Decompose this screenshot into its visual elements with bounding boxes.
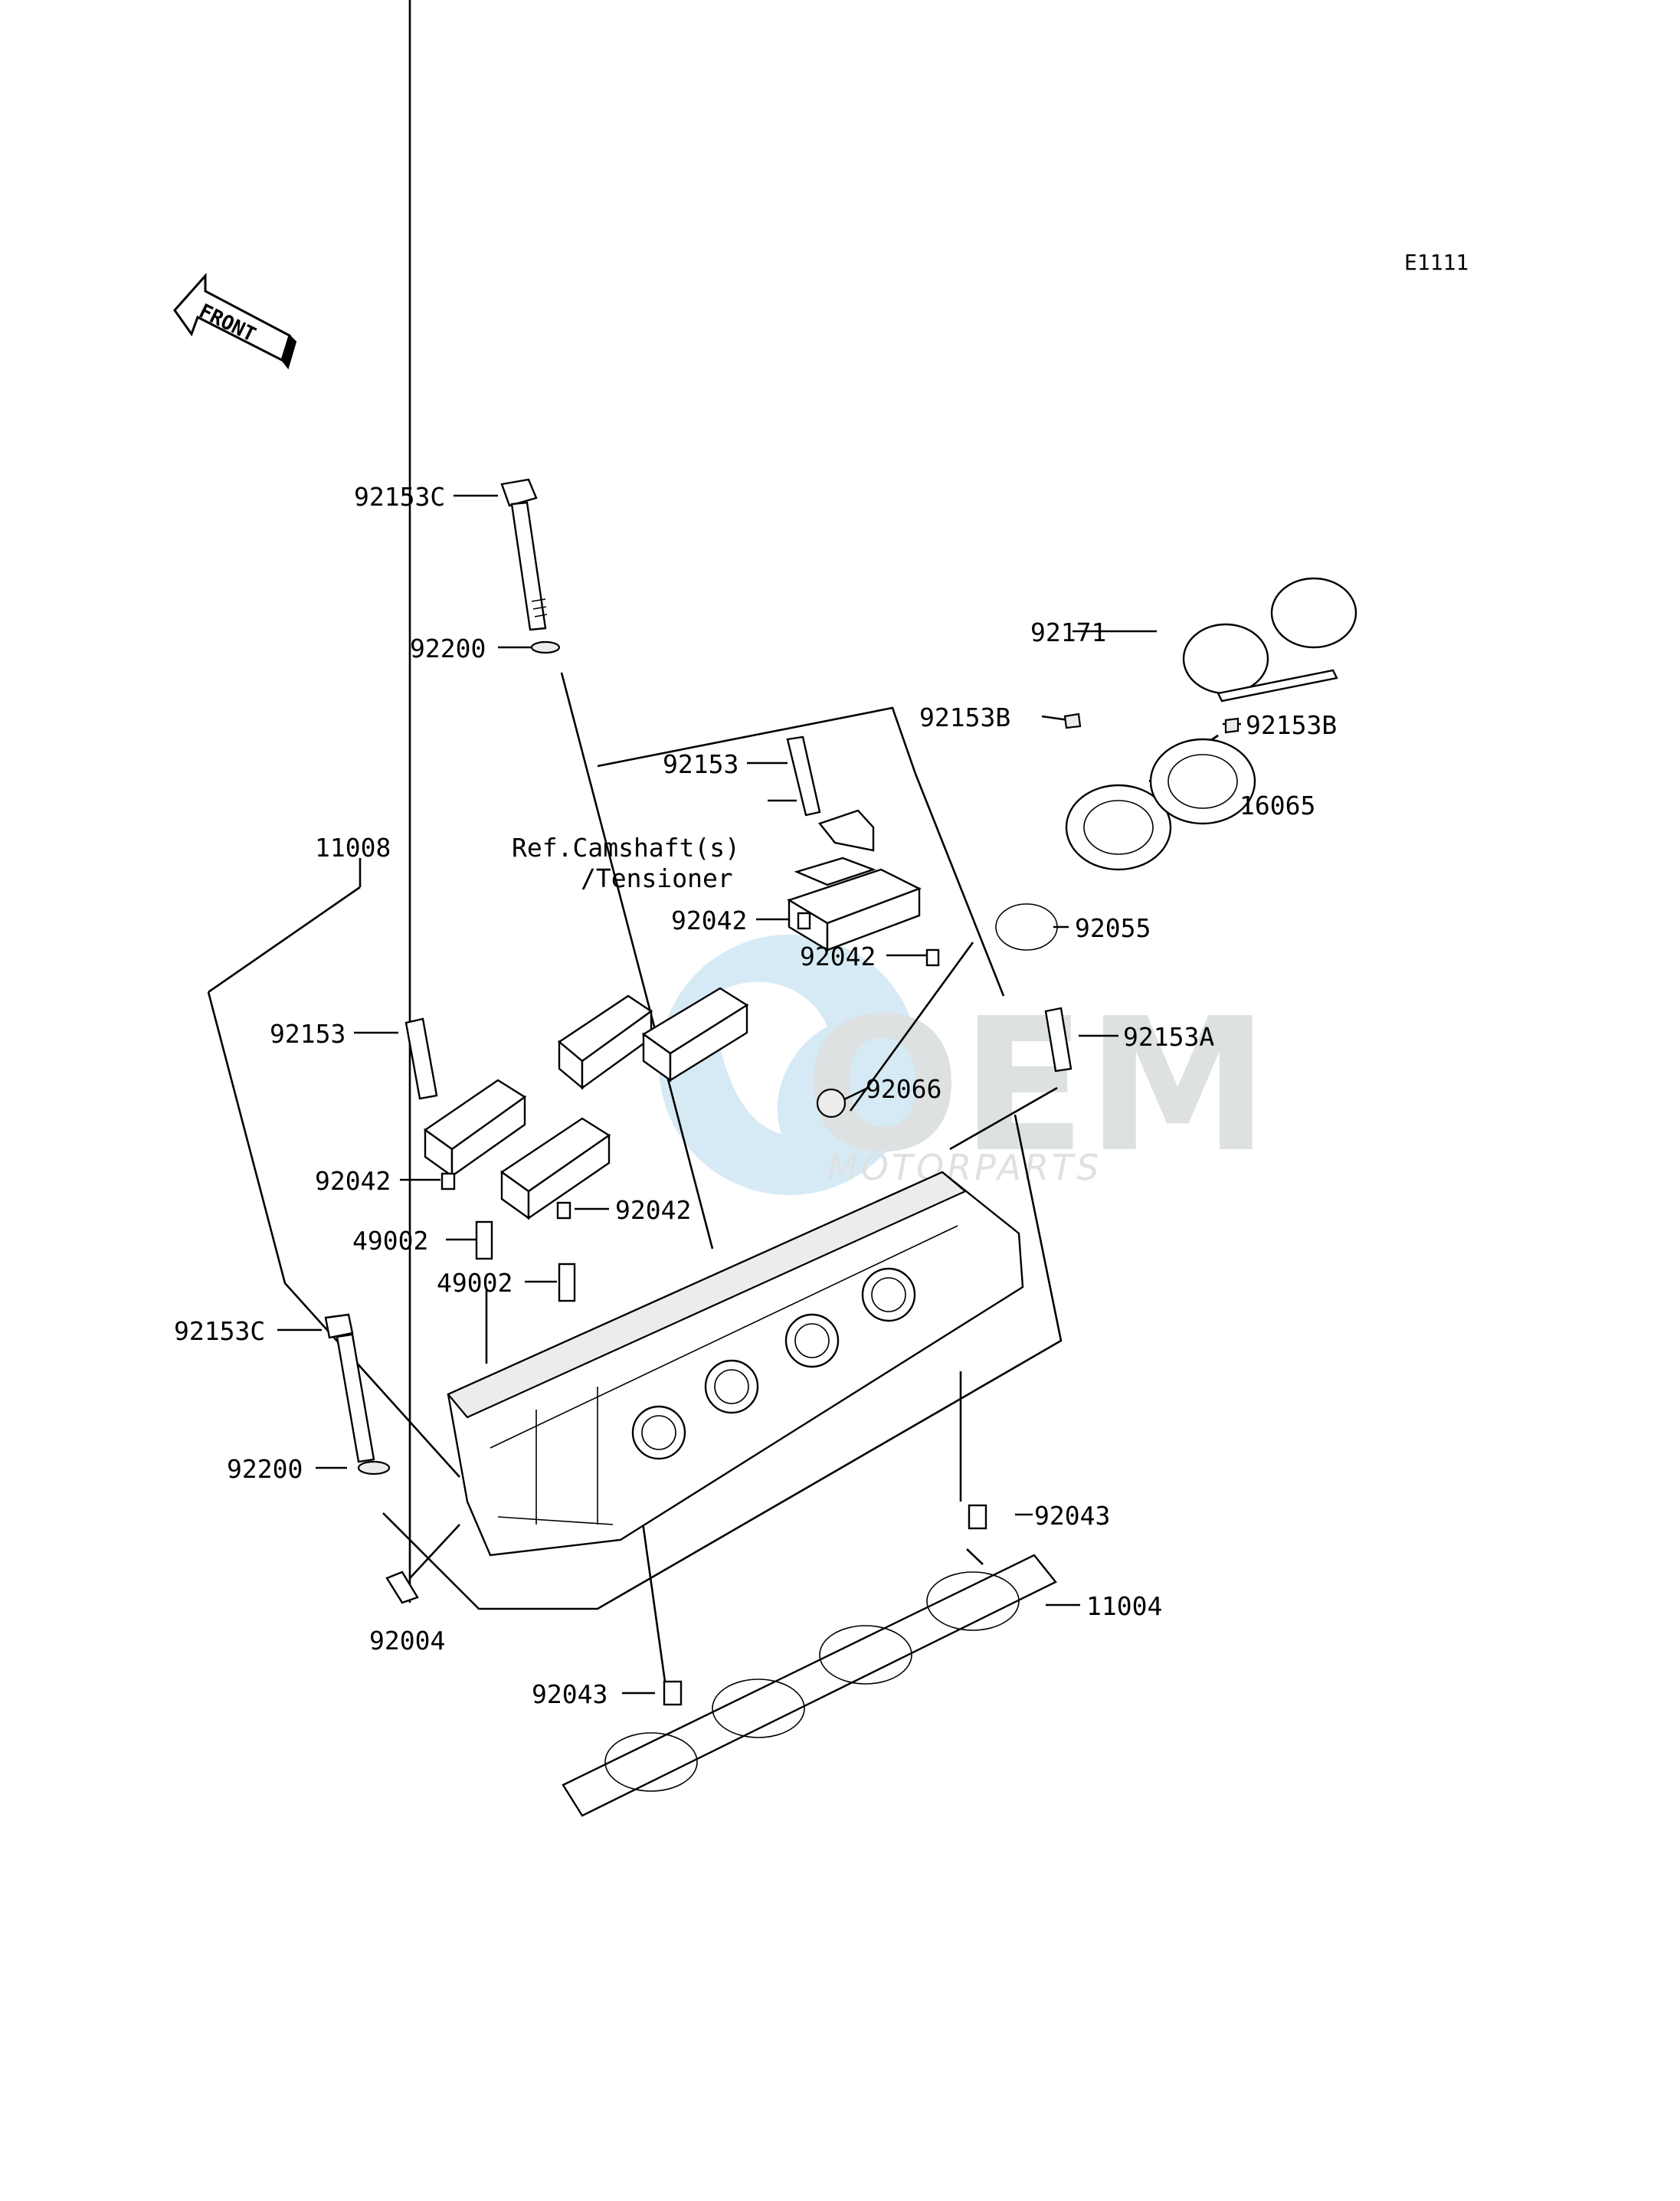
label-11008: 11008 — [315, 833, 391, 863]
label-92171: 92171 — [1030, 617, 1106, 647]
label-92153c-top: 92153C — [354, 482, 445, 512]
label-92153c-left: 92153C — [174, 1316, 265, 1346]
label-92153-top: 92153 — [663, 749, 738, 779]
label-92042-b: 92042 — [800, 942, 876, 971]
bolt-92153c-top — [500, 478, 548, 631]
label-92042-a: 92042 — [671, 906, 747, 935]
label-ref-camshaft: Ref.Camshaft(s) — [512, 833, 740, 863]
watermark-sub: MOTORPARTS — [827, 1147, 1102, 1188]
label-92042-c: 92042 — [315, 1166, 391, 1196]
label-49002-b: 49002 — [437, 1268, 513, 1298]
front-arrow-icon: FRONT — [173, 273, 297, 370]
plug-92066 — [816, 1088, 847, 1119]
label-11004: 11004 — [1086, 1591, 1162, 1621]
label-92042-d: 92042 — [615, 1195, 691, 1225]
leader-lines — [277, 0, 1241, 1695]
cylinder-head — [447, 1171, 1024, 1557]
bolt-92153c-left — [324, 1313, 375, 1463]
label-16065: 16065 — [1240, 791, 1315, 820]
part-labels: 92153C 92200 11008 92153 Ref.Camshaft(s)… — [174, 482, 1337, 1709]
label-49002-a: 49002 — [352, 1226, 428, 1256]
diagram-code: E1111 — [1404, 250, 1469, 275]
head-gasket — [562, 1554, 1057, 1817]
label-92066: 92066 — [866, 1074, 942, 1104]
watermark-logo: OEM MOTORPARTS — [659, 935, 1269, 1195]
label-92153a: 92153A — [1123, 1022, 1214, 1052]
dowels — [440, 912, 987, 1706]
watermark-brand: OEM — [804, 978, 1269, 1193]
label-92153b-left: 92153B — [919, 703, 1010, 732]
label-92055: 92055 — [1075, 913, 1151, 943]
valve-guides — [475, 1220, 576, 1302]
stud-92004 — [385, 1571, 419, 1604]
washer-92200-left — [357, 1460, 391, 1476]
small-bolts — [404, 712, 1240, 1100]
camshaft-caps — [423, 809, 922, 1220]
label-92043-left: 92043 — [532, 1679, 607, 1709]
label-92153-left: 92153 — [270, 1019, 345, 1049]
washer-92200-top — [530, 640, 561, 654]
label-92153b-right: 92153B — [1246, 710, 1337, 740]
label-92200-top: 92200 — [410, 634, 486, 663]
throttle-holders — [995, 577, 1357, 951]
label-92200-left: 92200 — [227, 1454, 303, 1484]
label-ref-tensioner: /Tensioner — [581, 863, 733, 893]
group-bracket-11008 — [207, 706, 1063, 1610]
label-92043-right: 92043 — [1034, 1501, 1110, 1531]
label-92004: 92004 — [369, 1626, 445, 1656]
